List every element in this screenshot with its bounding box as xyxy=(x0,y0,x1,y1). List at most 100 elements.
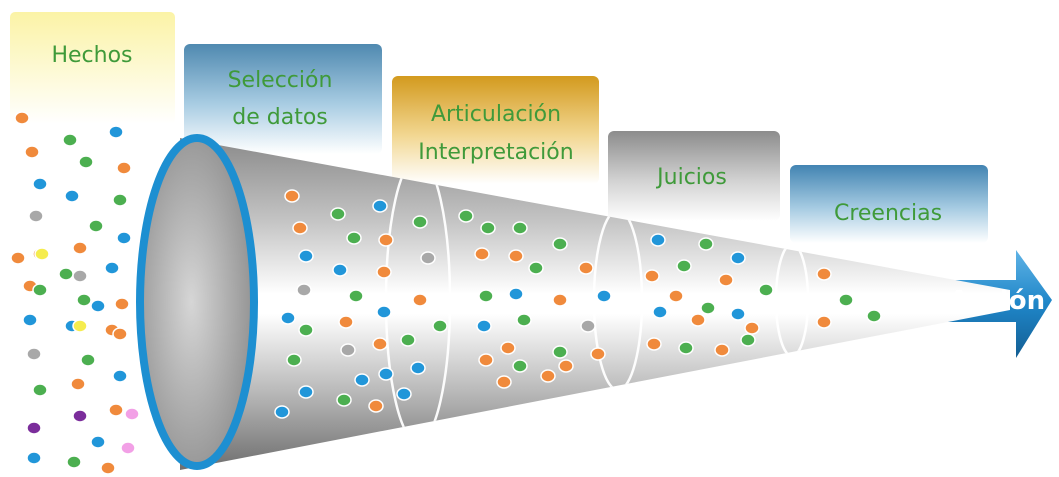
data-dot xyxy=(72,409,88,423)
data-dot xyxy=(116,231,132,245)
data-dot xyxy=(528,261,544,275)
data-dot xyxy=(108,403,124,417)
data-dot xyxy=(540,369,556,383)
data-dot xyxy=(274,405,290,419)
data-dot xyxy=(690,313,706,327)
data-dot xyxy=(458,209,474,223)
data-dot xyxy=(552,237,568,251)
action-label: Acción xyxy=(949,286,1045,316)
label-boxes xyxy=(10,12,988,243)
data-dot xyxy=(120,441,136,455)
stage-label-line: Articulación xyxy=(431,102,561,127)
data-dot xyxy=(376,305,392,319)
data-dot xyxy=(474,247,490,261)
data-dot xyxy=(740,333,756,347)
data-dot xyxy=(108,125,124,139)
data-dot xyxy=(78,155,94,169)
data-dot xyxy=(332,263,348,277)
data-dot xyxy=(744,321,760,335)
stage-label-line: Hechos xyxy=(51,43,132,68)
data-dot xyxy=(376,265,392,279)
data-dot xyxy=(714,343,730,357)
data-dot xyxy=(112,369,128,383)
data-dot xyxy=(644,269,660,283)
data-dot xyxy=(298,385,314,399)
data-dot xyxy=(478,353,494,367)
data-dot xyxy=(70,377,86,391)
stage-label-line: de datos xyxy=(232,105,328,130)
data-dot xyxy=(90,299,106,313)
data-dot xyxy=(400,333,416,347)
data-dot xyxy=(652,305,668,319)
data-dot xyxy=(730,307,746,321)
data-dot xyxy=(552,293,568,307)
data-dot xyxy=(112,327,128,341)
stage-label-line: Selección xyxy=(228,68,333,93)
data-dot xyxy=(410,361,426,375)
data-dot xyxy=(292,221,308,235)
data-dot xyxy=(476,319,492,333)
data-dot xyxy=(340,343,356,357)
data-dot xyxy=(14,111,30,125)
data-dot xyxy=(88,219,104,233)
data-dot xyxy=(396,387,412,401)
data-dot xyxy=(32,283,48,297)
data-dot xyxy=(512,359,528,373)
data-dot xyxy=(26,347,42,361)
data-dot xyxy=(676,259,692,273)
data-dot xyxy=(838,293,854,307)
data-dot xyxy=(22,313,38,327)
data-dot xyxy=(590,347,606,361)
data-dot xyxy=(650,233,666,247)
data-dot xyxy=(816,315,832,329)
stage-label-creencias: Creencias xyxy=(834,201,942,226)
data-dot xyxy=(66,455,82,469)
stage-label-seleccion: Selección de datos xyxy=(228,68,333,130)
data-dot xyxy=(72,319,88,333)
data-dot xyxy=(72,241,88,255)
data-dot xyxy=(354,373,370,387)
articulacion-box xyxy=(392,76,599,184)
data-dot xyxy=(578,261,594,275)
data-dot xyxy=(330,207,346,221)
data-dot xyxy=(280,311,296,325)
stage-label-juicios: Juicios xyxy=(655,165,727,190)
data-dots xyxy=(10,111,882,475)
data-dot xyxy=(432,319,448,333)
data-dot xyxy=(34,247,50,261)
data-dot xyxy=(348,289,364,303)
data-dot xyxy=(10,251,26,265)
data-dot xyxy=(336,393,352,407)
data-dot xyxy=(412,215,428,229)
data-dot xyxy=(496,375,512,389)
data-dot xyxy=(76,293,92,307)
stage-label-line: Interpretación xyxy=(418,140,573,165)
stage-label-line: Creencias xyxy=(834,201,942,226)
creencias-box xyxy=(790,165,988,243)
data-dot xyxy=(116,161,132,175)
data-dot xyxy=(284,189,300,203)
data-dot xyxy=(26,421,42,435)
data-dot xyxy=(32,177,48,191)
data-dot xyxy=(552,345,568,359)
juicios-box xyxy=(608,131,780,221)
data-dot xyxy=(372,337,388,351)
data-dot xyxy=(378,233,394,247)
data-dot xyxy=(730,251,746,265)
data-dot xyxy=(114,297,130,311)
data-dot xyxy=(100,461,116,475)
data-dot xyxy=(866,309,882,323)
data-dot xyxy=(678,341,694,355)
data-dot xyxy=(62,133,78,147)
data-dot xyxy=(28,209,44,223)
seleccion-box xyxy=(184,44,382,154)
data-dot xyxy=(112,193,128,207)
data-dot xyxy=(80,353,96,367)
data-dot xyxy=(718,273,734,287)
data-dot xyxy=(816,267,832,281)
data-dot xyxy=(412,293,428,307)
data-dot xyxy=(478,289,494,303)
